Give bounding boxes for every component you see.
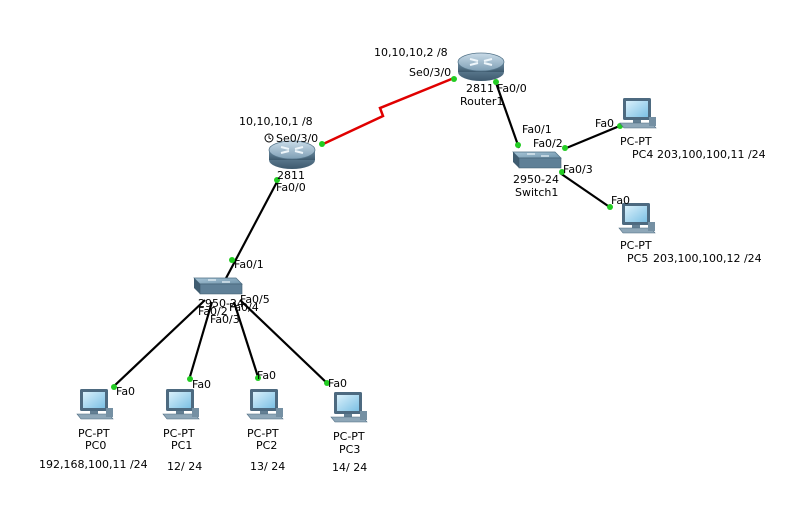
pc5-ip: 203,100,100,12 /24 [653,252,762,265]
link-switch0-pc0[interactable] [111,299,206,389]
pc1[interactable]: Fa0 PC-PT PC1 12/ 24 [162,378,211,473]
pc0-type: PC-PT [78,427,110,440]
link-switch1-pc5[interactable] [559,172,612,209]
pc4-type: PC-PT [620,135,652,148]
pc5-port: Fa0 [611,194,630,207]
pc2-name: PC2 [256,439,277,452]
link-switch0-pc3[interactable] [239,299,330,386]
pc2-port: Fa0 [257,369,276,382]
router0-serial-ip: 10,10,10,1 /8 [239,115,313,128]
pc1-ip: 12/ 24 [167,460,202,473]
pc0[interactable]: Fa0 PC-PT PC0 192,168,100,11 /24 [39,385,148,471]
pc5-type: PC-PT [620,239,652,252]
switch1-fa1: Fa0/1 [522,123,552,136]
pc2[interactable]: Fa0 PC-PT PC2 13/ 24 [246,369,285,473]
switch0-fa5: Fa0/5 [240,293,270,306]
pc3-name: PC3 [339,443,360,456]
switch1-model: 2950-24 [513,173,559,186]
router1-serial-ip: 10,10,10,2 /8 [374,46,448,59]
pc1-type: PC-PT [163,427,195,440]
switch-icon [193,277,243,295]
pc0-name: PC0 [85,439,106,452]
switch1-fa2: Fa0/2 [533,137,563,150]
pc3-port: Fa0 [328,377,347,390]
pc4-ip: 203,100,100,11 /24 [657,148,766,161]
pc-icon [330,391,368,423]
pc0-port: Fa0 [116,385,135,398]
pc1-port: Fa0 [192,378,211,391]
switch0-fa1: Fa0/1 [234,258,264,271]
pc1-name: PC1 [171,439,192,452]
pc0-ip: 192,168,100,11 /24 [39,458,148,471]
switch0-fa2: Fa0/2 [198,305,228,318]
switch0-fa3: Fa0/3 [210,313,240,326]
router0-model: 2811 [277,169,305,182]
switch1-fa3: Fa0/3 [563,163,593,176]
switch1[interactable]: Fa0/1 Fa0/2 Fa0/3 2950-24 Switch1 [512,123,593,199]
link-router1-switch1[interactable] [493,79,521,149]
switch-icon [512,151,562,169]
switch1-name: Switch1 [515,186,558,199]
pc-icon [246,388,284,420]
link-router0-switch0[interactable] [223,179,279,283]
pc4-port: Fa0 [595,117,614,130]
port-indicators [111,76,623,390]
pc-icon [619,97,657,129]
switch0-fa4: Fa0/4 [229,301,259,314]
router1-fa-port: Fa0/0 [497,82,527,95]
clock-icon [264,133,274,143]
serial-link[interactable] [320,76,455,147]
pc-icon [162,388,200,420]
switch0-model: 2950-24 [198,297,244,310]
router1-model: 2811 [466,82,494,95]
pc5[interactable]: Fa0 PC-PT PC5 203,100,100,12 /24 [611,194,762,265]
pc2-ip: 13/ 24 [250,460,285,473]
pc-icon [618,202,656,234]
router-icon [268,140,316,170]
pc2-type: PC-PT [247,427,279,440]
router0-serial-port: Se0/3/0 [276,132,318,145]
pc4[interactable]: Fa0 PC-PT PC4 203,100,100,11 /24 [595,97,766,161]
pc5-name: PC5 [627,252,648,265]
router1-serial-port: Se0/3/0 [409,66,451,79]
pc4-name: PC4 [632,148,653,161]
router0[interactable]: 10,10,10,1 /8 Se0/3/0 2811 Fa0/0 [239,115,318,194]
pc3-ip: 14/ 24 [332,461,367,474]
router0-fa-port: Fa0/0 [276,181,306,194]
pc3-type: PC-PT [333,430,365,443]
links [111,76,623,389]
pc-icon [76,388,114,420]
link-switch0-pc2[interactable] [232,301,261,381]
switch0[interactable]: Fa0/1 2950-24 Fa0/5 Fa0/4 Fa0/2 Fa0/3 [193,258,270,326]
router-icon [457,52,505,82]
pc3[interactable]: Fa0 PC-PT PC3 14/ 24 [328,377,368,474]
link-switch0-pc1[interactable] [187,301,214,381]
link-switch1-pc4[interactable] [563,123,623,151]
router1-name: Router1 [460,95,503,108]
router1[interactable]: 10,10,10,2 /8 Se0/3/0 2811 Fa0/0 Router1 [374,46,527,108]
